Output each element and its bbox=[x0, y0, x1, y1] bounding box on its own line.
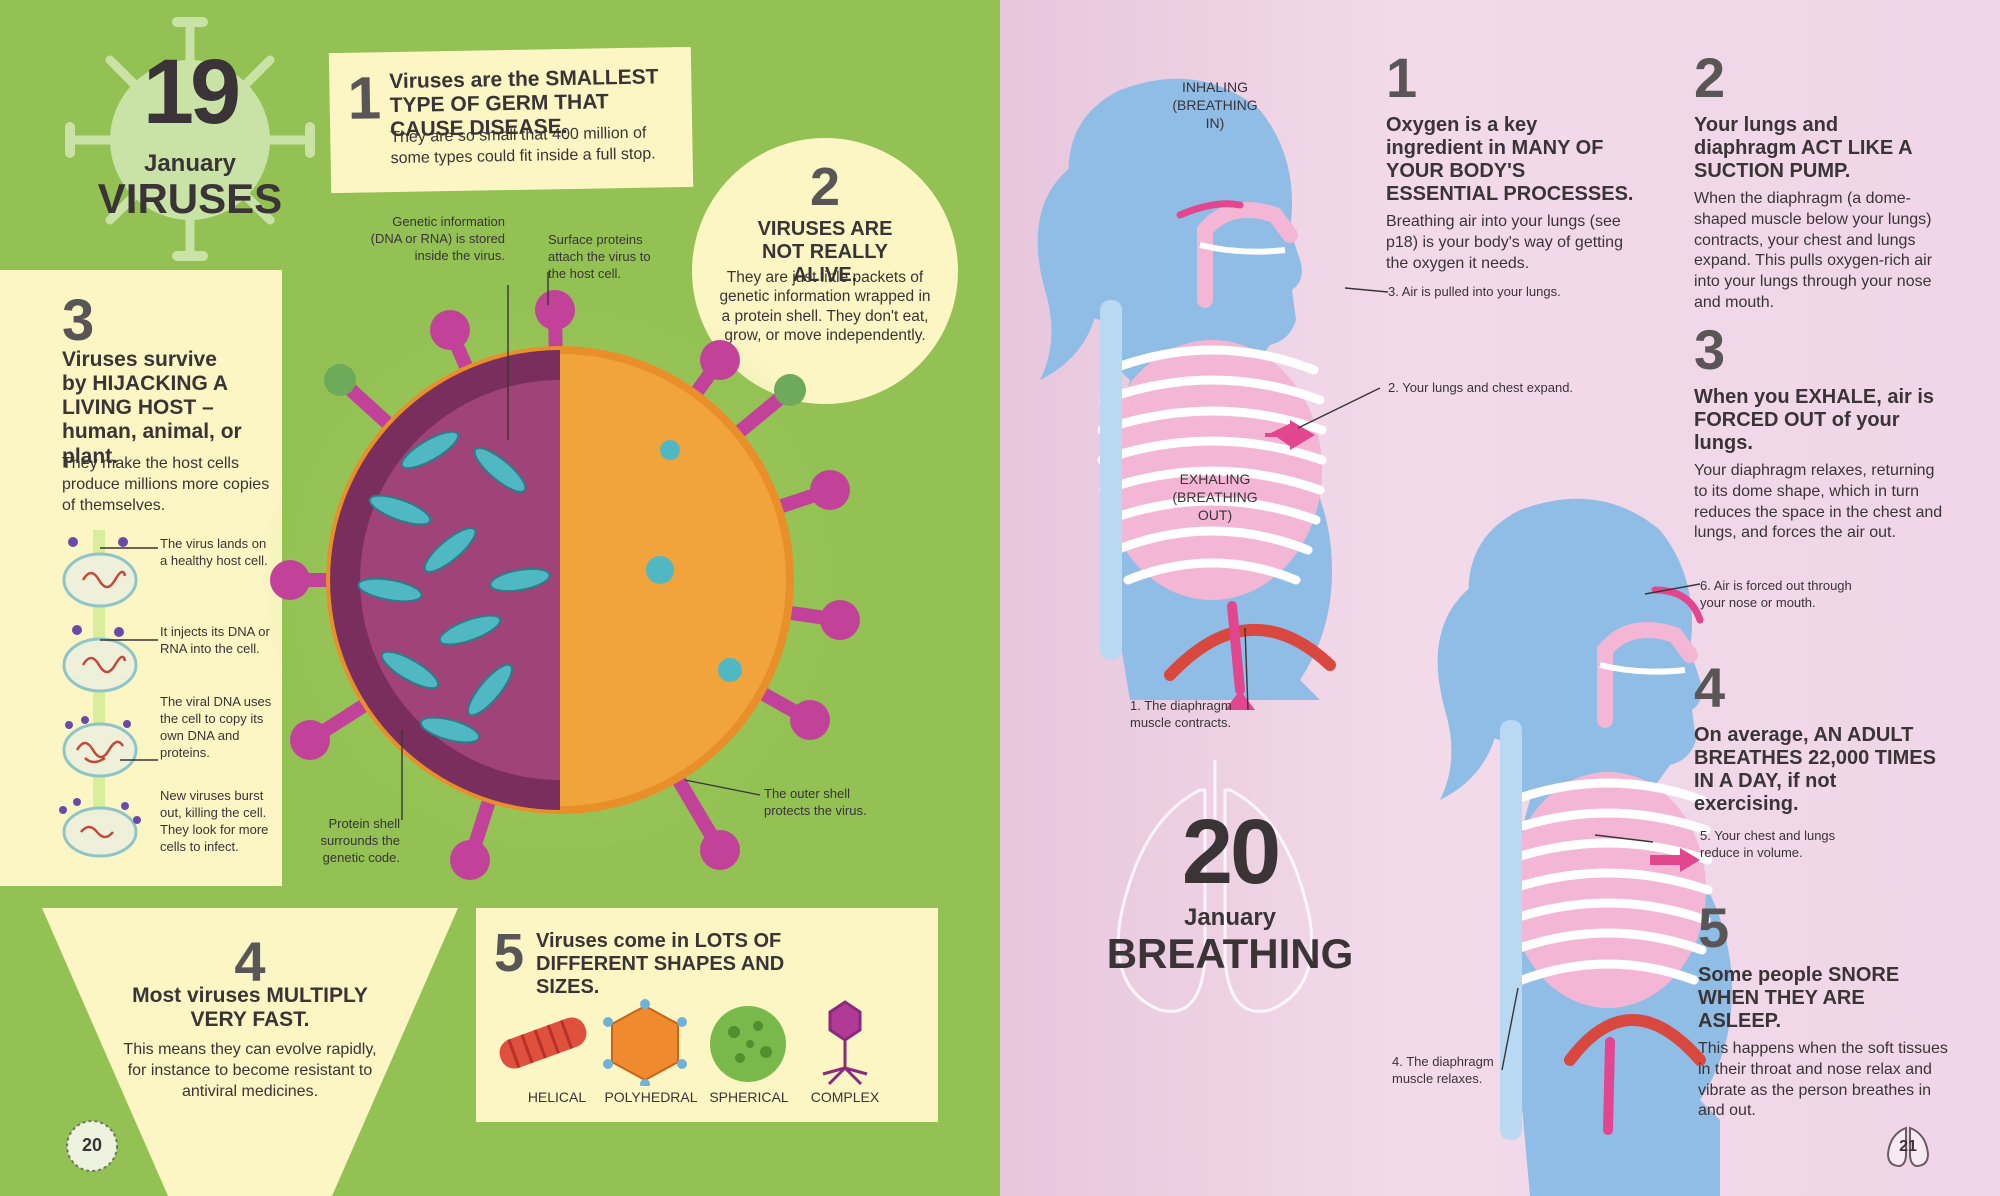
fact-heading: Some people SNORE WHEN THEY ARE ASLEEP. bbox=[1698, 964, 1900, 1032]
virus-shapes-illustration bbox=[499, 999, 868, 1086]
label-outer-shell: The outer shell protects the virus. bbox=[764, 786, 867, 818]
label-lungs-expand: 2. Your lungs and chest expand. bbox=[1388, 380, 1574, 395]
infection-steps-illustration bbox=[59, 530, 141, 858]
label-air-forced-out: 6. Air is forced out through your nose o… bbox=[1700, 578, 1852, 610]
virus-page-icon bbox=[66, 1120, 118, 1172]
badge-month: January bbox=[143, 150, 237, 177]
step-label-2: It injects its DNA or RNA into the cell. bbox=[160, 624, 270, 656]
helical-virus-icon bbox=[499, 1017, 587, 1069]
fact-body: Breathing air into your lungs (see p18) … bbox=[1386, 213, 1623, 272]
trapezoid-shape bbox=[42, 908, 458, 1196]
fact-body: This means they can evolve rapidly, for … bbox=[123, 1041, 377, 1100]
badge-number: 20 bbox=[1181, 801, 1281, 903]
virus-cross-section-illustration bbox=[260, 280, 860, 880]
label-diaphragm-relaxes: 4. The diaphragm muscle relaxes. bbox=[1392, 1054, 1494, 1086]
page-number: 21 bbox=[1899, 1138, 1917, 1155]
breathing-fact-1: 1 Oxygen is a key ingredient in MANY OF … bbox=[1386, 50, 1636, 274]
fact-body: When the diaphragm (a dome-shaped muscle… bbox=[1694, 190, 1933, 311]
fact-number: 4 bbox=[234, 930, 266, 993]
fact-panel-3: 3 Viruses survive by HIJACKING A LIVING … bbox=[0, 270, 282, 886]
badge-month: January bbox=[1183, 904, 1277, 931]
lungs-background-icon bbox=[1116, 760, 1314, 1013]
shape-label-helical: HELICAL bbox=[527, 1089, 587, 1105]
complex-virus-icon bbox=[822, 1000, 868, 1086]
label-air-pulled-in: 3. Air is pulled into your lungs. bbox=[1388, 284, 1561, 299]
breathing-fact-2: 2 Your lungs and diaphragm ACT LIKE A SU… bbox=[1694, 50, 1944, 314]
label-protein-shell: Protein shell surrounds the genetic code… bbox=[320, 816, 401, 865]
label-genetic-information: Genetic information (DNA or RNA) is stor… bbox=[370, 214, 505, 263]
right-page: INHALING (BREATHING IN) EXHALING (BREATH… bbox=[1000, 0, 2000, 1196]
date-badge-19: 19 January VIRUSES bbox=[60, 15, 320, 265]
label-surface-proteins: Surface proteins attach the virus to the… bbox=[548, 232, 651, 281]
breathing-diagrams bbox=[1037, 78, 1732, 1196]
page-number: 20 bbox=[81, 1135, 103, 1155]
step-label-1: The virus lands on a healthy host cell. bbox=[160, 536, 268, 568]
inhaling-title: INHALING (BREATHING IN) bbox=[1172, 79, 1258, 132]
inhaling-figure bbox=[1037, 78, 1336, 710]
fact-number: 3 bbox=[62, 288, 95, 353]
exhaling-title: EXHALING (BREATHING OUT) bbox=[1172, 471, 1258, 524]
fact-heading: On average, AN ADULT BREATHES 22,000 TIM… bbox=[1694, 724, 1936, 815]
fact-box-4: 4 Most viruses MULTIPLY VERY FAST. This … bbox=[42, 908, 458, 1196]
label-diaphragm-contracts: 1. The diaphragm muscle contracts. bbox=[1130, 698, 1232, 730]
fact-heading: Viruses survive by HIJACKING A LIVING HO… bbox=[62, 348, 242, 468]
breathing-fact-5: 5 Some people SNORE WHEN THEY ARE ASLEEP… bbox=[1698, 900, 1948, 1122]
fact-body: Your diaphragm relaxes, returning to its… bbox=[1694, 462, 1943, 542]
fact-number: 2 bbox=[1694, 46, 1726, 109]
badge-topic: VIRUSES bbox=[97, 175, 283, 222]
fact-number: 1 bbox=[1386, 46, 1418, 109]
fact-heading: VIRUSES ARE NOT REALLY ALIVE. bbox=[757, 218, 893, 286]
fact-heading: Your lungs and diaphragm ACT LIKE A SUCT… bbox=[1694, 114, 1912, 182]
label-chest-reduces: 5. Your chest and lungs reduce in volume… bbox=[1700, 828, 1836, 860]
spherical-virus-icon bbox=[710, 1006, 786, 1082]
fact-body: They are just little packets of genetic … bbox=[719, 269, 931, 345]
step-label-3: The viral DNA uses the cell to copy its … bbox=[160, 694, 272, 760]
page-number-badge: 20 bbox=[64, 1118, 120, 1174]
breathing-fact-3: 3 When you EXHALE, air is FORCED OUT of … bbox=[1694, 322, 1944, 544]
virus-badge-icon bbox=[65, 17, 315, 261]
breathing-fact-4: 4 On average, AN ADULT BREATHES 22,000 T… bbox=[1694, 660, 1944, 816]
fact-heading: Oxygen is a key ingredient in MANY OF YO… bbox=[1386, 114, 1634, 205]
lungs-page-icon bbox=[1886, 1126, 1930, 1168]
fact-number: 3 bbox=[1694, 318, 1726, 381]
fact-number: 5 bbox=[1698, 896, 1730, 959]
date-badge-20: 20 January BREATHING bbox=[1100, 800, 1360, 1000]
fact-number: 2 bbox=[809, 157, 841, 217]
virus-leader-lines bbox=[100, 272, 761, 820]
fact-number: 4 bbox=[1694, 656, 1726, 719]
left-page: 19 January VIRUSES 1 Viruses are the SMA… bbox=[0, 0, 1000, 1196]
badge-topic: BREATHING bbox=[1106, 930, 1354, 977]
fact-body: They make the host cells produce million… bbox=[62, 455, 270, 514]
fact-heading: When you EXHALE, air is FORCED OUT of yo… bbox=[1694, 386, 1935, 454]
step-label-4: New viruses burst out, killing the cell.… bbox=[160, 788, 269, 854]
shape-label-spherical: SPHERICAL bbox=[709, 1089, 789, 1105]
polyhedral-virus-icon bbox=[603, 999, 687, 1086]
fact-number: 5 bbox=[494, 923, 525, 983]
exhaling-figure bbox=[1437, 498, 1732, 1196]
fact-body: This happens when the soft tissues in th… bbox=[1698, 1040, 1948, 1120]
fact-box-5: 5 Viruses come in LOTS OF DIFFERENT SHAP… bbox=[476, 908, 938, 1122]
shape-label-polyhedral: POLYHEDRAL bbox=[604, 1089, 698, 1105]
fact-heading: Most viruses MULTIPLY VERY FAST. bbox=[132, 984, 368, 1032]
badge-number: 19 bbox=[142, 41, 241, 143]
page-number-badge: 21 bbox=[1880, 1118, 1936, 1174]
fact-heading: Viruses come in LOTS OF DIFFERENT SHAPES… bbox=[536, 930, 785, 998]
shape-label-complex: COMPLEX bbox=[810, 1089, 880, 1105]
